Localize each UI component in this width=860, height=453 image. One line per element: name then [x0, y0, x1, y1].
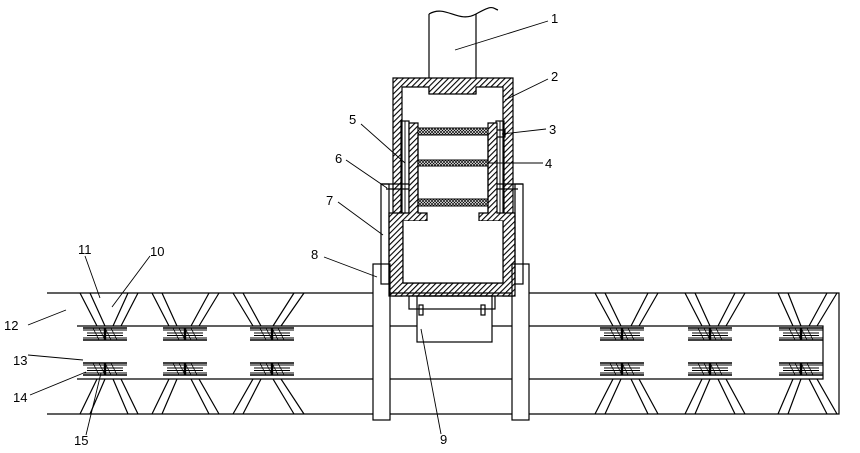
label-14: 14 [13, 390, 27, 405]
label-9: 9 [440, 432, 447, 447]
filter-screens [418, 128, 488, 213]
label-4: 4 [545, 156, 552, 171]
spring-assemblies [83, 328, 823, 375]
label-1: 1 [551, 11, 558, 26]
label-10: 10 [150, 244, 164, 259]
label-13: 13 [13, 353, 27, 368]
label-8: 8 [311, 247, 318, 262]
v-grooves [80, 293, 837, 414]
label-2: 2 [551, 69, 558, 84]
label-6: 6 [335, 151, 342, 166]
label-5: 5 [349, 112, 356, 127]
label-3: 3 [549, 122, 556, 137]
label-11: 11 [78, 242, 92, 257]
label-7: 7 [326, 193, 333, 208]
base-board [47, 293, 839, 414]
label-15: 15 [74, 433, 88, 448]
inner-housing [389, 123, 515, 296]
label-12: 12 [4, 318, 18, 333]
